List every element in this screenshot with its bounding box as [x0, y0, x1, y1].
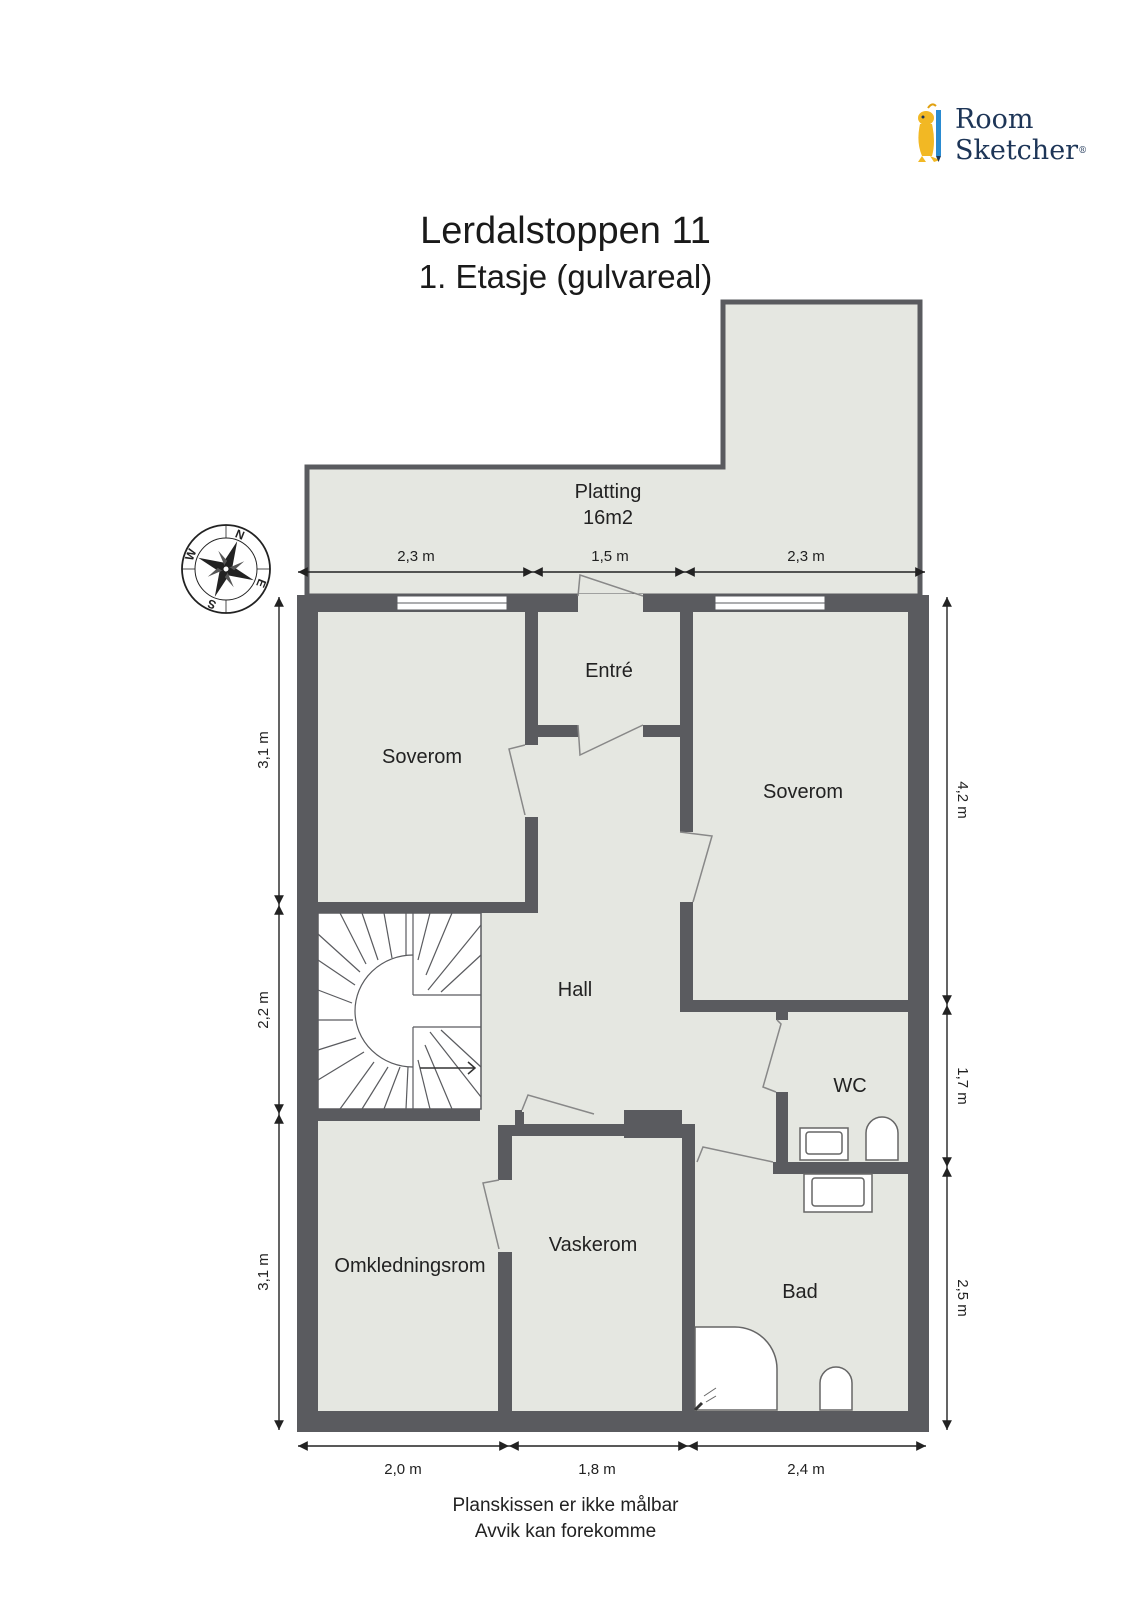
wc-toilet: [865, 1116, 899, 1161]
dim-top-1: 2,3 m: [397, 548, 435, 565]
label-soverom-left: Soverom: [382, 746, 462, 768]
footer-disclaimer-line1: Planskissen er ikke målbar: [452, 1495, 679, 1516]
dim-bottom-1: 2,0 m: [384, 1461, 422, 1478]
plan-subtitle: 1. Etasje (gulvareal): [418, 258, 713, 295]
dim-left-1: 3,1 m: [255, 731, 272, 769]
dimension-lines: [274, 567, 952, 1451]
footer-disclaimer-line2: Avvik kan forekomme: [474, 1521, 657, 1542]
floor-vaskerom: [512, 1136, 682, 1411]
floor-entre: [538, 612, 680, 725]
floor-soverom-left: [318, 612, 525, 902]
wall-segment: [624, 1110, 682, 1138]
label-platting: Platting: [575, 481, 642, 503]
room-labels: Platting 16m2 Entré Soverom Soverom Hall…: [334, 481, 866, 1303]
compass-icon: N E S W: [181, 524, 271, 614]
wall-segment: [682, 1124, 695, 1411]
dim-right-1: 4,2 m: [954, 781, 971, 819]
plan-title: Lerdalstoppen 11: [420, 210, 711, 252]
logo-figure-icon: [918, 103, 941, 162]
label-wc: WC: [833, 1075, 866, 1097]
label-vaskerom: Vaskerom: [549, 1234, 638, 1256]
floor-omkledningsrom: [318, 1121, 501, 1411]
label-platting-area: 16m2: [583, 507, 633, 529]
dim-top-3: 2,3 m: [787, 548, 825, 565]
dim-right-2: 1,7 m: [954, 1067, 971, 1105]
wall-segment: [776, 1162, 908, 1174]
dim-bottom-2: 1,8 m: [578, 1461, 616, 1478]
roomsketcher-logo: Room Sketcher®: [912, 102, 1092, 174]
dim-top-2: 1,5 m: [591, 548, 629, 565]
dimension-labels: 2,3 m 1,5 m 2,3 m 2,0 m 1,8 m 2,4 m 3,1 …: [255, 548, 971, 1478]
dim-left-2: 2,2 m: [255, 991, 272, 1029]
dim-bottom-3: 2,4 m: [787, 1461, 825, 1478]
windows: [396, 595, 826, 611]
label-bad: Bad: [782, 1281, 818, 1303]
label-entre: Entré: [585, 660, 633, 682]
dim-left-3: 3,1 m: [255, 1253, 272, 1291]
door-openings: [480, 594, 790, 1252]
label-hall: Hall: [558, 979, 592, 1001]
shower: [694, 1326, 778, 1411]
fixtures: [694, 1116, 899, 1411]
floor-soverom-right: [693, 612, 908, 1000]
staircase: [317, 912, 482, 1110]
logo-text-room: Room: [955, 104, 1034, 135]
label-soverom-right: Soverom: [763, 781, 843, 803]
wall-segment: [318, 1108, 514, 1121]
logo-registered-mark: ®: [1078, 146, 1088, 156]
wall-segment: [498, 1108, 512, 1411]
bad-toilet: [819, 1366, 853, 1411]
label-omkledningsrom: Omkledningsrom: [334, 1255, 485, 1277]
dim-right-3: 2,5 m: [954, 1279, 971, 1317]
logo-text-sketcher: Sketcher®: [955, 135, 1088, 166]
